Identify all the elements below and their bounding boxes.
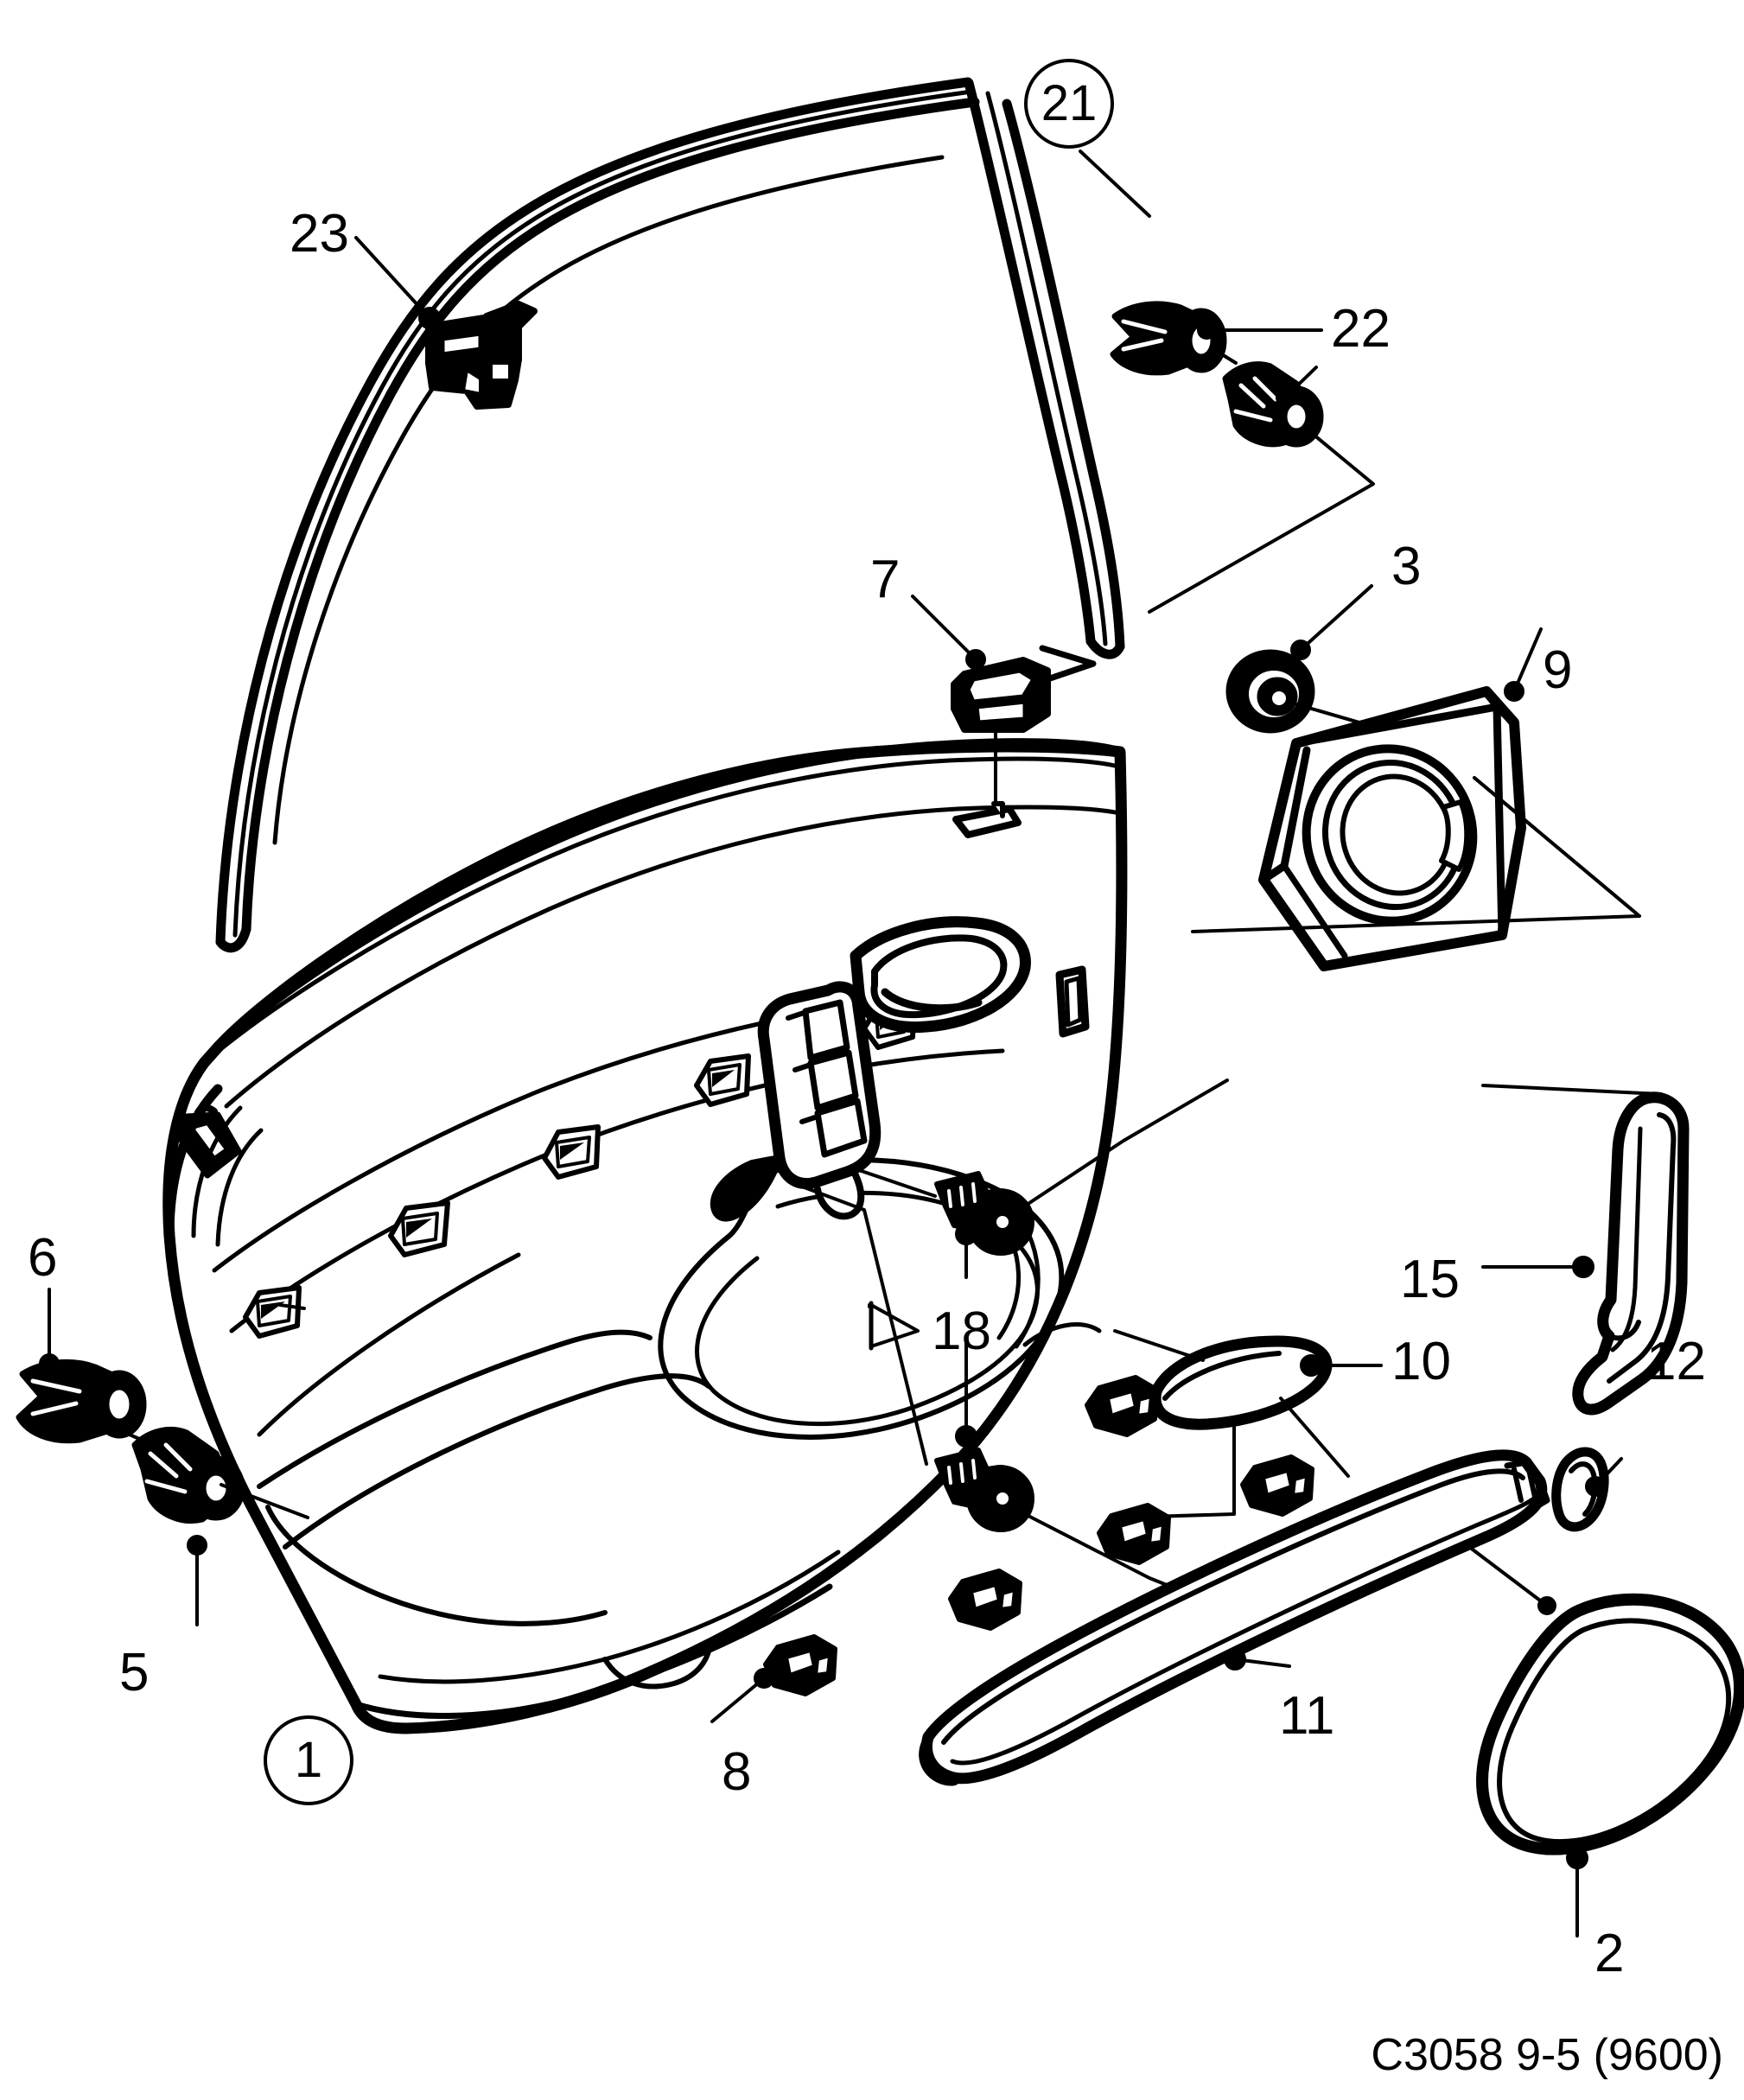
callout-23[interactable]: 23 — [290, 204, 349, 264]
leader-10 — [1113, 1329, 1383, 1519]
callout-2[interactable]: 2 — [1594, 1924, 1625, 1983]
part-oval-cover-cap — [1476, 1593, 1744, 1855]
diagram-caption: C3058 9-5 (9600) — [1371, 2030, 1723, 2080]
leader-fastener-to-panel — [85, 1303, 309, 1519]
part-window-frame-pillar-inner — [985, 91, 1108, 646]
callout-10[interactable]: 10 — [1391, 1332, 1451, 1391]
door-release-handle — [710, 981, 882, 1222]
callout-9[interactable]: 9 — [1543, 640, 1573, 700]
leader-22 — [1148, 321, 1375, 614]
leader-1 — [335, 1675, 356, 1697]
callout-5[interactable]: 5 — [119, 1643, 150, 1702]
part-screw-lower — [934, 1448, 1034, 1532]
leader-12 — [1585, 1457, 1623, 1497]
leader-11 — [1224, 1648, 1291, 1670]
part-end-cap — [1551, 1447, 1609, 1532]
callout-18[interactable]: 18 — [932, 1301, 991, 1361]
leader-9 — [1191, 627, 1641, 933]
frame-trim-bottom-tip — [215, 924, 251, 953]
part-door-trim-panel — [162, 738, 1128, 1734]
leader-21 — [1079, 150, 1151, 218]
leader-23 — [354, 236, 441, 329]
trim-clip — [948, 1569, 1022, 1631]
part-frame-clip — [425, 301, 538, 410]
pull-cup-recess — [850, 916, 1031, 1034]
callout-8[interactable]: 8 — [722, 1742, 752, 1802]
leader-8 — [710, 1668, 774, 1723]
part-push-rivet-fastener — [16, 1359, 147, 1444]
callout-7[interactable]: 7 — [870, 550, 901, 609]
part-window-frame-trim-inner — [232, 89, 974, 938]
trim-clip — [1085, 1375, 1159, 1437]
part-window-frame-trim — [215, 77, 980, 947]
part-speaker-grille-housing — [1258, 686, 1526, 971]
callout-11[interactable]: 11 — [1279, 1686, 1335, 1746]
part-handle-bezel-trim — [1572, 1091, 1690, 1416]
part-grommet-bushing — [1225, 649, 1315, 734]
trim-clip — [1097, 1503, 1171, 1565]
leader-15 — [1481, 1084, 1663, 1278]
trim-clip — [763, 1634, 837, 1696]
callout-1[interactable]: 1 — [264, 1715, 353, 1805]
part-push-pin-fastener — [131, 1427, 245, 1524]
callout-3[interactable]: 3 — [1391, 537, 1422, 596]
part-upper-clip-plug — [951, 657, 1051, 733]
callout-21[interactable]: 21 — [1024, 59, 1114, 149]
part-trim-clips — [763, 1375, 1314, 1696]
callout-12[interactable]: 12 — [1646, 1332, 1706, 1391]
leader-6 — [39, 1288, 60, 1374]
callout-6[interactable]: 6 — [28, 1228, 58, 1288]
trim-clip — [1240, 1454, 1314, 1517]
part-screw-upper — [934, 1171, 1034, 1256]
panel-clip-slot-top — [952, 801, 1022, 838]
part-armrest-strip — [919, 1449, 1550, 1786]
leader-2 — [1467, 1545, 1588, 1938]
callout-22[interactable]: 22 — [1331, 299, 1391, 359]
switch-blank — [1055, 965, 1090, 1038]
pillar-notch-mark — [1039, 645, 1097, 683]
callout-15[interactable]: 15 — [1400, 1250, 1460, 1309]
leader-5 — [187, 1535, 207, 1626]
